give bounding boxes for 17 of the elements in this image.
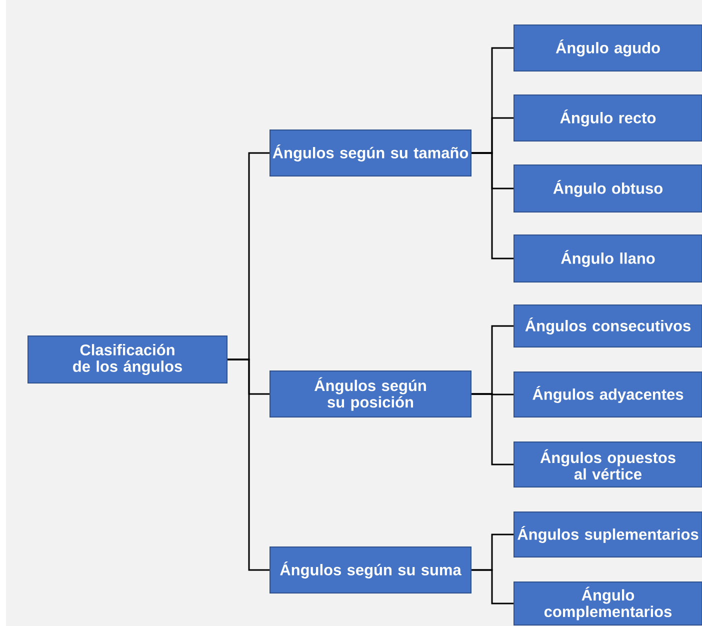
- connector-line: [472, 393, 514, 466]
- category-box: Ángulos según su suma: [270, 546, 472, 594]
- category-box: Ángulo obtuso: [514, 164, 702, 212]
- category-box: Ángulos opuestos al vértice: [514, 441, 702, 488]
- category-box: Ángulo agudo: [514, 24, 702, 72]
- category-box: Clasificación de los ángulos: [28, 335, 228, 384]
- category-box: Ángulos según su tamaño: [270, 130, 472, 176]
- category-box: Ángulos suplementarios: [514, 511, 702, 558]
- category-box: Ángulos consecutivos: [514, 304, 702, 348]
- category-box: Ángulos adyacentes: [514, 371, 702, 418]
- category-box: Ángulo llano: [514, 234, 702, 282]
- category-box: Ángulo recto: [514, 94, 702, 142]
- connector-line: [472, 569, 514, 604]
- connector-line: [228, 358, 270, 571]
- category-box: Ángulos según su posición: [270, 370, 472, 418]
- category-box: Ángulo complementarios: [514, 581, 702, 626]
- connector-line: [472, 152, 514, 260]
